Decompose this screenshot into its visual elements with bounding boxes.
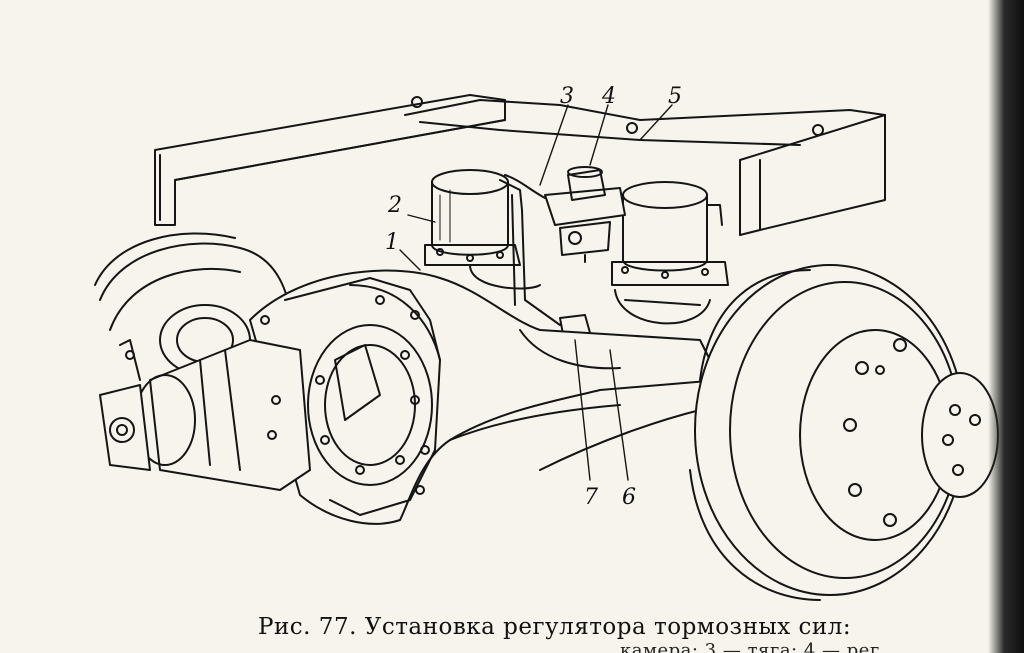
- callout-6: 6: [622, 485, 636, 510]
- callout-7: 7: [584, 485, 598, 510]
- callout-2: 2: [388, 193, 402, 218]
- callout-1: 1: [385, 230, 399, 255]
- brake-chamber-left: [424, 169, 541, 290]
- callout-3: 3: [560, 84, 574, 109]
- callout-4: 4: [602, 84, 616, 109]
- brake-force-regulator: [504, 166, 626, 263]
- right-wheel-hub: [689, 264, 999, 601]
- brake-chamber-right: [611, 181, 729, 325]
- callout-5: 5: [668, 84, 682, 109]
- pinion-housing: [99, 315, 311, 491]
- figure-caption-continuation: камера; 3 — тяга; 4 — рег: [620, 640, 880, 653]
- scan-dark-edge: [988, 0, 1024, 653]
- differential-cover: [307, 295, 433, 495]
- frame-crossmember: [154, 94, 886, 236]
- callout-leaders: [399, 104, 673, 481]
- figure-caption: Рис. 77. Установка регулятора тормозных …: [258, 614, 852, 640]
